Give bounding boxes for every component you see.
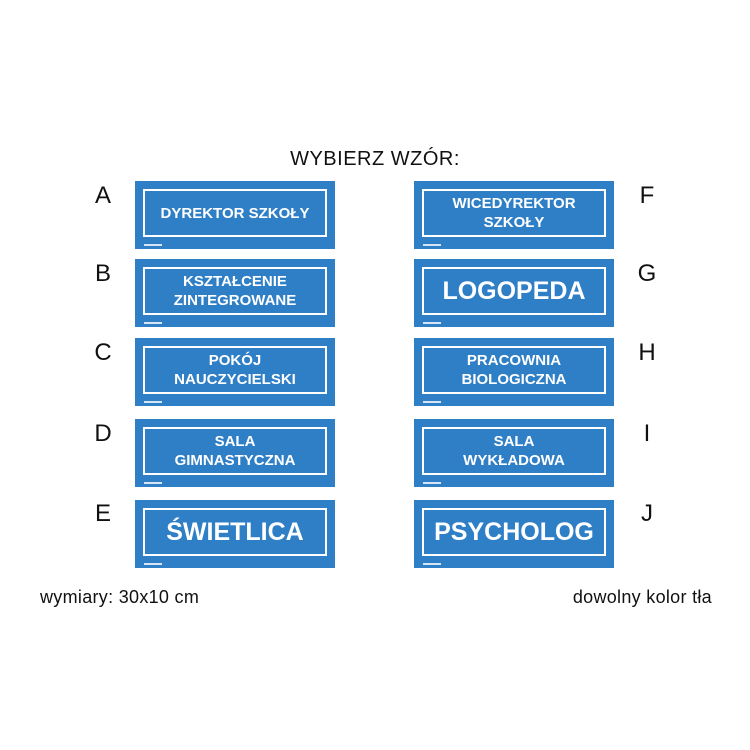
page-heading: WYBIERZ WZÓR: [290,148,460,170]
option-letter-i: I [643,420,651,447]
sign-option-g[interactable]: LOGOPEDA [414,259,614,327]
sign-text: SALA WYKŁADOWA [463,433,565,469]
sign-option-j[interactable]: PSYCHOLOG [414,500,614,568]
dimensions-note: wymiary: 30x10 cm [40,587,200,607]
sign-text: PRACOWNIA BIOLOGICZNA [461,352,567,388]
product-code-mark [144,401,162,403]
product-code-mark [144,563,162,565]
sign-text: POKÓJ NAUCZYCIELSKI [174,352,296,388]
sign-option-i[interactable]: SALA WYKŁADOWA [414,419,614,487]
product-code-mark [423,482,441,484]
sign-text: ŚWIETLICA [166,518,304,546]
product-code-mark [423,244,441,246]
product-code-mark [423,322,441,324]
product-code-mark [423,401,441,403]
sign-option-e[interactable]: ŚWIETLICA [135,500,335,568]
sign-text: KSZTAŁCENIE ZINTEGROWANE [173,273,297,309]
sign-text: LOGOPEDA [442,277,586,305]
product-code-mark [144,244,162,246]
product-code-mark [144,482,162,484]
option-letter-b: B [94,260,111,287]
sign-option-f[interactable]: WICEDYREKTOR SZKOŁY [414,181,614,249]
option-letter-h: H [638,339,656,366]
sign-option-b[interactable]: KSZTAŁCENIE ZINTEGROWANE [135,259,335,327]
product-code-mark [144,322,162,324]
option-letter-a: A [94,182,111,209]
sign-text: PSYCHOLOG [434,518,594,546]
option-letter-g: G [637,260,657,287]
product-code-mark [423,563,441,565]
option-letter-d: D [94,420,112,447]
sign-option-c[interactable]: POKÓJ NAUCZYCIELSKI [135,338,335,406]
option-letter-f: F [639,182,655,209]
option-letter-c: C [94,339,112,366]
sign-text: WICEDYREKTOR SZKOŁY [452,195,576,231]
sign-text: DYREKTOR SZKOŁY [160,204,310,222]
sign-option-a[interactable]: DYREKTOR SZKOŁY [135,181,335,249]
sign-option-h[interactable]: PRACOWNIA BIOLOGICZNA [414,338,614,406]
sign-text: SALA GIMNASTYCZNA [174,433,296,469]
option-letter-j: J [641,500,653,527]
background-color-note: dowolny kolor tła [572,587,712,607]
option-letter-e: E [94,500,111,527]
sign-option-d[interactable]: SALA GIMNASTYCZNA [135,419,335,487]
